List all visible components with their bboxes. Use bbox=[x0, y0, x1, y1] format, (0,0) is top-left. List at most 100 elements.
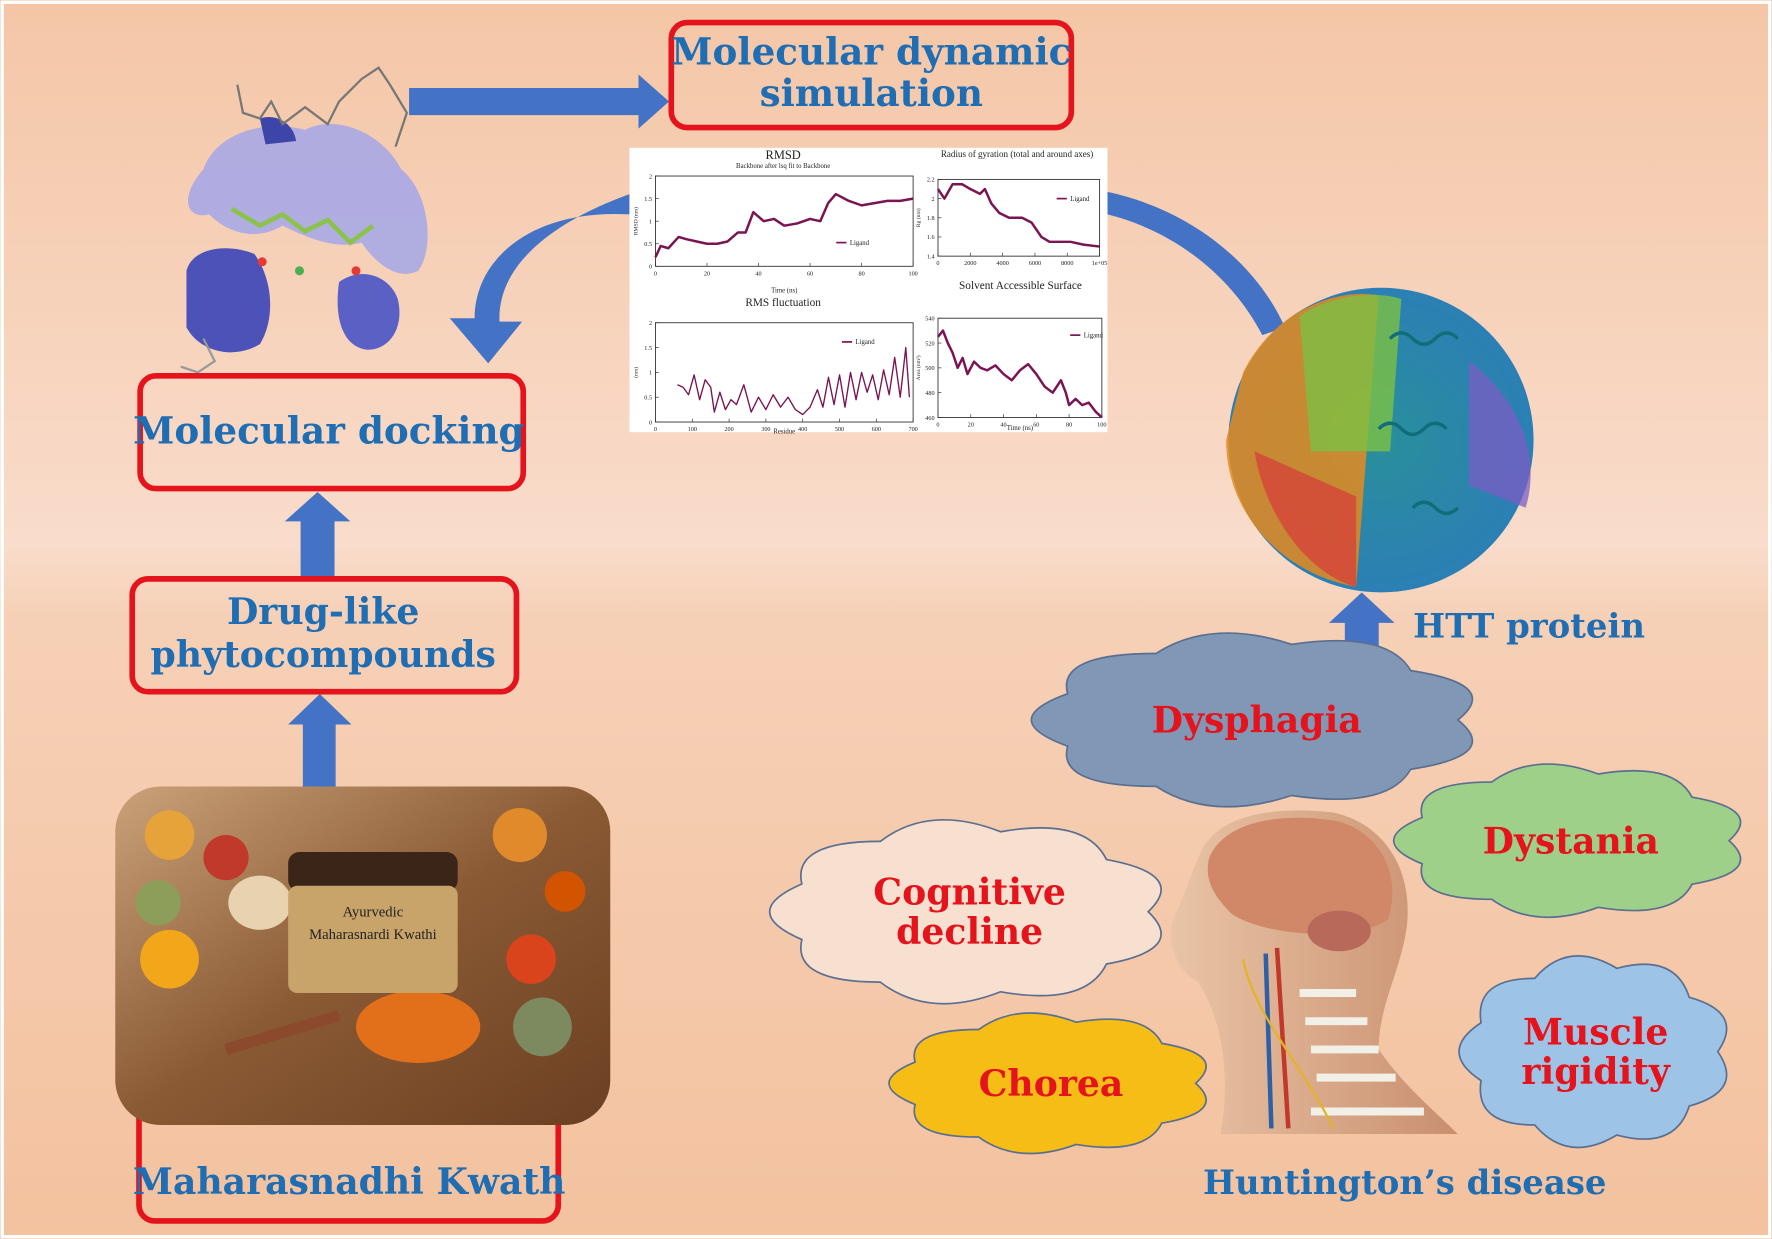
y-tick-label: 2.2 bbox=[927, 177, 935, 184]
htt-protein-image bbox=[1226, 287, 1534, 593]
htt-protein-label: HTT protein bbox=[1413, 606, 1645, 646]
druglike-box: Drug-like phytocompounds bbox=[129, 576, 520, 695]
plot-subtitle: Backbone after lsq fit to Backbone bbox=[736, 163, 830, 170]
molecular-docking-box: Molecular docking bbox=[133, 372, 527, 492]
y-tick-label: 460 bbox=[925, 415, 934, 422]
druglike-label-line1: Drug-like bbox=[227, 590, 419, 633]
x-tick-label: 60 bbox=[1033, 422, 1039, 429]
plot-xlabel: Residue bbox=[773, 428, 795, 435]
y-tick-label: 520 bbox=[925, 340, 934, 347]
muscle-rigidity-label-line1: Muscle bbox=[1523, 1010, 1668, 1053]
x-tick-label: 700 bbox=[908, 426, 917, 433]
arrow-up-to-druglike bbox=[288, 693, 352, 787]
x-tick-label: 0 bbox=[654, 270, 657, 277]
y-tick-label: 0.5 bbox=[644, 394, 652, 401]
y-tick-label: 2 bbox=[931, 196, 934, 203]
cognitive-decline-label-line2: decline bbox=[896, 910, 1043, 953]
x-tick-label: 0 bbox=[936, 422, 939, 429]
dystania-label: Dystania bbox=[1483, 819, 1659, 862]
product-label-line1: Ayurvedic bbox=[343, 904, 404, 920]
y-tick-label: 0 bbox=[649, 419, 652, 426]
x-tick-label: 20 bbox=[704, 270, 710, 277]
y-tick-label: 480 bbox=[925, 390, 934, 397]
molecular-docking-label: Molecular docking bbox=[133, 408, 525, 452]
x-tick-label: 500 bbox=[835, 426, 844, 433]
cloud-dystania: Dystania bbox=[1392, 763, 1742, 919]
cloud-shape bbox=[1392, 763, 1742, 919]
docking-molecule-image bbox=[180, 66, 428, 374]
arrow-right-to-md bbox=[409, 74, 670, 129]
y-tick-label: 2 bbox=[649, 173, 652, 180]
x-tick-label: 100 bbox=[1097, 422, 1106, 429]
plot-title: Solvent Accessible Surface bbox=[959, 280, 1082, 292]
md-simulation-box: Molecular dynamic simulation bbox=[668, 19, 1075, 131]
huntingtons-disease-label: Huntington’s disease bbox=[1203, 1162, 1607, 1202]
x-tick-label: 8000 bbox=[1061, 260, 1073, 267]
plot-title: Radius of gyration (total and around axe… bbox=[941, 149, 1093, 159]
y-tick-label: 1.8 bbox=[927, 215, 935, 222]
y-tick-label: 540 bbox=[925, 315, 934, 322]
cloud-chorea: Chorea bbox=[888, 1012, 1207, 1155]
x-tick-label: 100 bbox=[908, 270, 917, 277]
plot-xlabel: Time (ns) bbox=[1007, 425, 1033, 432]
y-tick-label: 1.6 bbox=[927, 234, 935, 241]
legend-label: Ligand bbox=[850, 240, 870, 247]
x-tick-label: 400 bbox=[798, 426, 807, 433]
plot-1: Radius of gyration (total and around axe… bbox=[915, 149, 1107, 267]
huntingtons-head-image bbox=[1170, 810, 1458, 1135]
kwath-photo: Ayurvedic Maharasnardi Kwathi bbox=[115, 786, 611, 1126]
plot-ylabel: (nm) bbox=[632, 367, 639, 378]
plot-series-ligand bbox=[937, 329, 1103, 419]
cloud-shape bbox=[769, 818, 1162, 1005]
x-tick-label: 300 bbox=[761, 426, 770, 433]
y-tick-label: 1.5 bbox=[644, 345, 652, 352]
y-tick-label: 1 bbox=[649, 370, 652, 377]
legend-label: Ligand bbox=[1070, 196, 1090, 203]
cloud-dysphagia: Dysphagia bbox=[1030, 632, 1474, 808]
muscle-rigidity-label-line2: rigidity bbox=[1521, 1050, 1671, 1093]
x-tick-label: 40 bbox=[755, 270, 761, 277]
product-label-line2: Maharasnardi Kwathi bbox=[309, 927, 437, 943]
arrow-curved-to-docking bbox=[449, 194, 630, 364]
x-tick-label: 80 bbox=[858, 270, 864, 277]
md-simulation-label-line1: Molecular dynamic bbox=[671, 29, 1071, 73]
arrow-up-to-docking bbox=[284, 491, 351, 582]
kwath-label: Maharasnadhi Kwath bbox=[133, 1160, 566, 1203]
x-tick-label: 2000 bbox=[964, 260, 976, 267]
cloud-shape bbox=[1458, 955, 1728, 1149]
cloud-shape bbox=[888, 1012, 1207, 1155]
plot-ylabel: RMSD (nm) bbox=[632, 207, 639, 235]
y-tick-label: 2 bbox=[649, 320, 652, 327]
x-tick-label: 20 bbox=[968, 422, 974, 429]
x-tick-label: 0 bbox=[936, 260, 939, 267]
plot-ylabel: Area (nm²) bbox=[915, 355, 922, 380]
x-tick-label: 80 bbox=[1066, 422, 1072, 429]
cloud-shape bbox=[1030, 632, 1474, 808]
x-tick-label: 4000 bbox=[996, 260, 1008, 267]
x-tick-label: 600 bbox=[872, 426, 881, 433]
chorea-label: Chorea bbox=[979, 1062, 1124, 1105]
md-simulation-label-line2: simulation bbox=[760, 71, 983, 115]
cognitive-decline-label-line1: Cognitive bbox=[873, 871, 1066, 914]
y-tick-label: 1.5 bbox=[644, 196, 652, 203]
dysphagia-label: Dysphagia bbox=[1152, 699, 1362, 742]
legend-label: Ligand bbox=[1084, 332, 1104, 339]
y-tick-label: 1.4 bbox=[927, 253, 935, 260]
plot-ylabel: Rg (nm) bbox=[915, 208, 922, 227]
arrows bbox=[284, 74, 1395, 787]
x-tick-label: 200 bbox=[724, 426, 733, 433]
plot-series-ligand bbox=[677, 346, 911, 416]
plot-xlabel: Time (ns) bbox=[771, 287, 797, 294]
x-tick-label: 40 bbox=[1000, 422, 1006, 429]
legend-label: Ligand bbox=[855, 339, 875, 346]
plot-title: RMSD bbox=[766, 148, 801, 162]
y-tick-label: 0.5 bbox=[644, 241, 652, 248]
y-tick-label: 500 bbox=[925, 365, 934, 372]
